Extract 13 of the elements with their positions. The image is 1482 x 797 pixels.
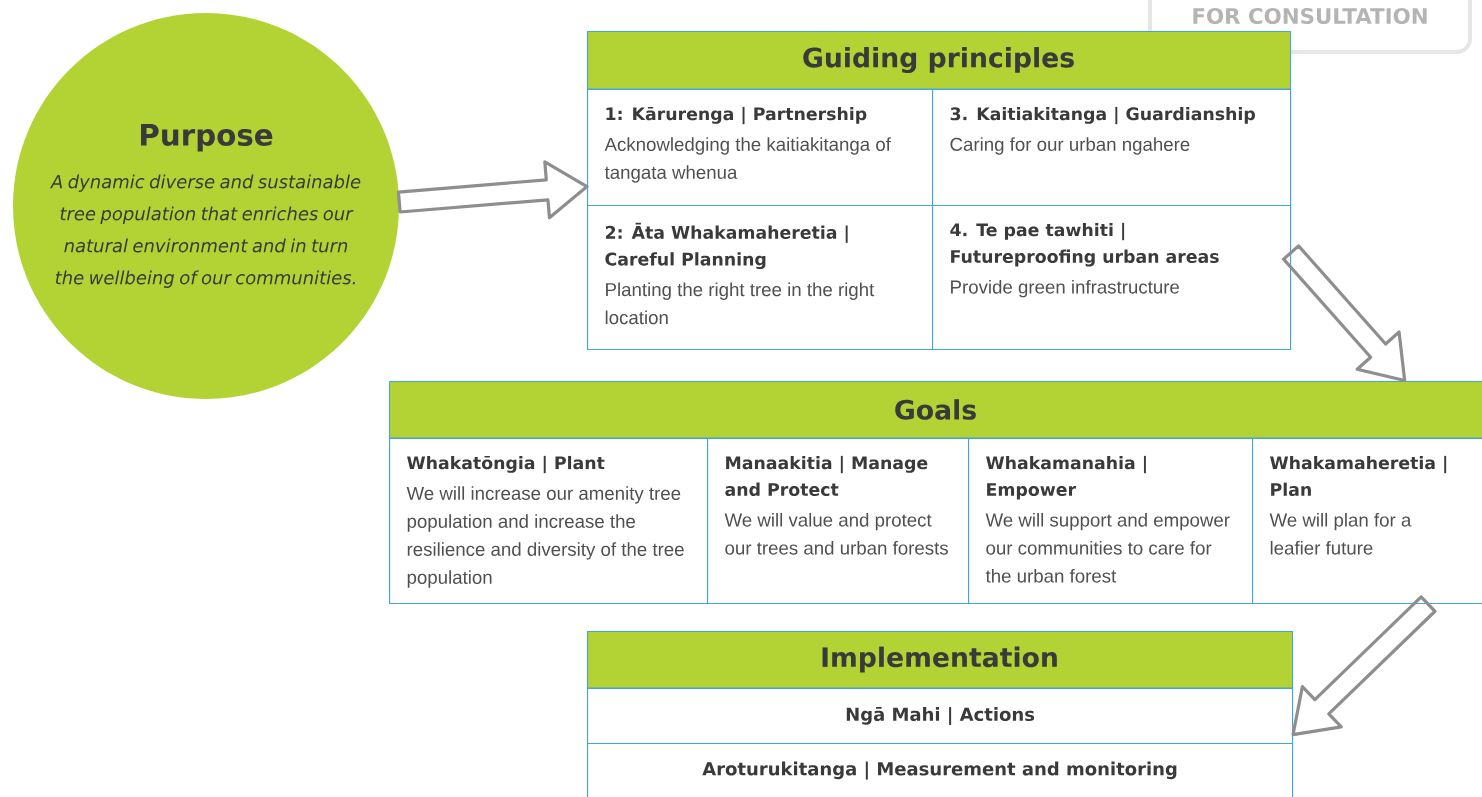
sketch-arrow xyxy=(1282,244,1407,383)
table-row: Ngā Mahi | Actions xyxy=(587,688,1294,745)
table-cell: 3. Kaitiakitanga | Guardianship Caring for our urban ngahere xyxy=(932,89,1292,207)
table-cell: 4. Te pae tawhiti | Futureproofing urban areas Provide green infrastructure xyxy=(932,205,1292,351)
sketch-arrow xyxy=(396,160,589,220)
table-cell: Whakamanahia | Empower We will support and empower our communities to care for the urban forest xyxy=(968,438,1254,605)
table-cell: Whakamaheretia | Plan We will plan for a leafier future xyxy=(1252,438,1482,605)
table-cell: 1: Kārurenga | Partnership Acknowledging the kaitiakitanga of tangata whenua xyxy=(587,89,934,207)
table-cell: Whakatōngia | Plant We will increase our amenity tree population and increase the resilience and diversity of the tree population xyxy=(389,438,709,605)
table-cell: Manaakitia | Manage and Protect We will value and protect our trees and urban forests xyxy=(707,438,970,605)
table-row: Aroturukitanga | Measurement and monitoring xyxy=(587,743,1294,797)
sketch-arrow xyxy=(1291,595,1437,737)
table-cell: 2: Āta Whakamaheretia | Careful Planning Planting the right tree in the right location xyxy=(587,205,934,351)
